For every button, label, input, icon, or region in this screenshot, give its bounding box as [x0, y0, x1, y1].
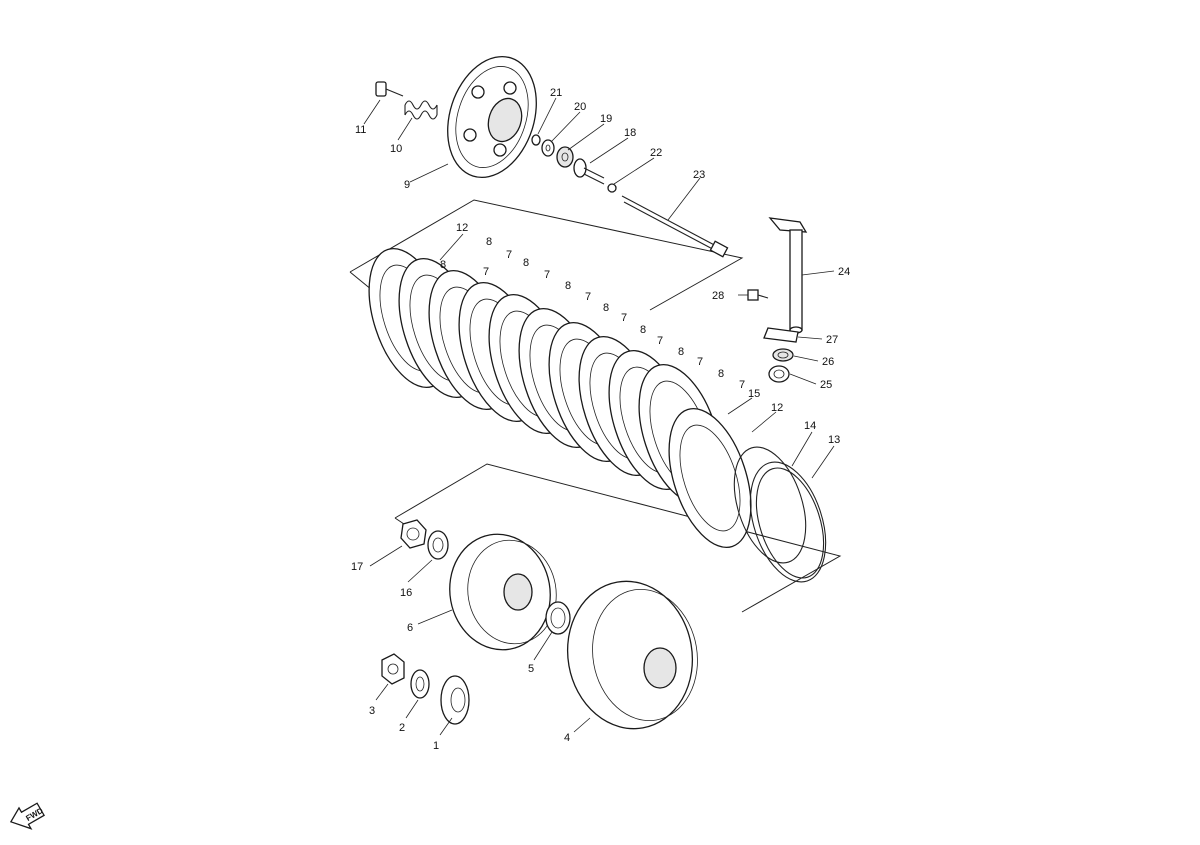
washer-plain	[541, 139, 555, 157]
callout-13: 13	[828, 434, 840, 446]
callout-19: 19	[600, 113, 612, 125]
leader-lines	[363, 97, 835, 736]
callout-5: 5	[528, 663, 534, 675]
callout-28: 28	[712, 290, 724, 302]
callout-8-e: 8	[640, 324, 646, 336]
callout-21: 21	[550, 87, 562, 99]
pressure-plate	[447, 55, 537, 179]
spring-bolt	[375, 81, 404, 97]
plate-group-outline	[349, 199, 744, 311]
lock-washer	[427, 530, 449, 560]
circlip-small	[531, 134, 541, 146]
cushion-spring	[749, 461, 827, 583]
callout-22: 22	[650, 147, 662, 159]
callout-15: 15	[748, 388, 760, 400]
callout-7-a: 7	[506, 249, 512, 261]
callout-8-f: 8	[678, 346, 684, 358]
callout-12-top: 12	[456, 222, 468, 234]
callout-7-h: 7	[483, 266, 489, 278]
callout-7-c: 7	[585, 291, 591, 303]
hex-bolt	[747, 289, 769, 301]
callout-7-b: 7	[544, 269, 550, 281]
primary-driven-gear-housing	[566, 580, 698, 730]
callout-10: 10	[390, 143, 402, 155]
callout-16: 16	[400, 587, 412, 599]
bearing-cup	[768, 365, 790, 383]
lock-nut	[400, 519, 427, 549]
wire-ring	[733, 446, 807, 564]
callout-14: 14	[804, 420, 816, 432]
nut-hex	[381, 653, 405, 685]
push-rod-short	[573, 158, 605, 185]
callout-18: 18	[624, 127, 636, 139]
callout-24: 24	[838, 266, 850, 278]
callout-27: 27	[826, 334, 838, 346]
callout-7-g: 7	[739, 379, 745, 391]
callout-8-d: 8	[603, 302, 609, 314]
part-callouts: 1 2 3 4 5 6 7 7 7 7 7 7 7 7 8 8 8 8 8 8 …	[351, 87, 850, 752]
fwd-arrow-icon: FWD	[9, 802, 45, 830]
oil-seal	[772, 348, 794, 362]
callout-8-g: 8	[718, 368, 724, 380]
callout-7-e: 7	[657, 335, 663, 347]
steel-ball	[607, 183, 617, 193]
clutch-spring	[404, 100, 438, 120]
callout-2: 2	[399, 722, 405, 734]
push-rod-long	[621, 195, 729, 258]
callout-8-c: 8	[565, 280, 571, 292]
callout-6: 6	[407, 622, 413, 634]
callout-17: 17	[351, 561, 363, 573]
callout-4: 4	[564, 732, 570, 744]
thrust-washer	[545, 601, 571, 635]
callout-7-d: 7	[621, 312, 627, 324]
callout-9: 9	[404, 179, 410, 191]
bracket-plate	[763, 327, 799, 343]
clutch-boss	[449, 533, 557, 651]
bearing-small	[556, 146, 574, 168]
callout-11: 11	[355, 124, 366, 136]
callout-8-a: 8	[486, 236, 492, 248]
lock-washer-small	[410, 669, 430, 699]
push-lever-shaft	[768, 217, 808, 334]
callout-25: 25	[820, 379, 832, 391]
callout-12-right: 12	[771, 402, 783, 414]
callout-23: 23	[693, 169, 705, 181]
callout-8-h: 8	[440, 259, 446, 271]
callout-7-f: 7	[697, 356, 703, 368]
callout-8-b: 8	[523, 257, 529, 269]
callout-1: 1	[433, 740, 439, 752]
callout-26: 26	[822, 356, 834, 368]
callout-3: 3	[369, 705, 375, 717]
friction-plate-stack	[368, 247, 752, 549]
primary-drive-gear	[440, 675, 470, 725]
callout-20: 20	[574, 101, 586, 113]
